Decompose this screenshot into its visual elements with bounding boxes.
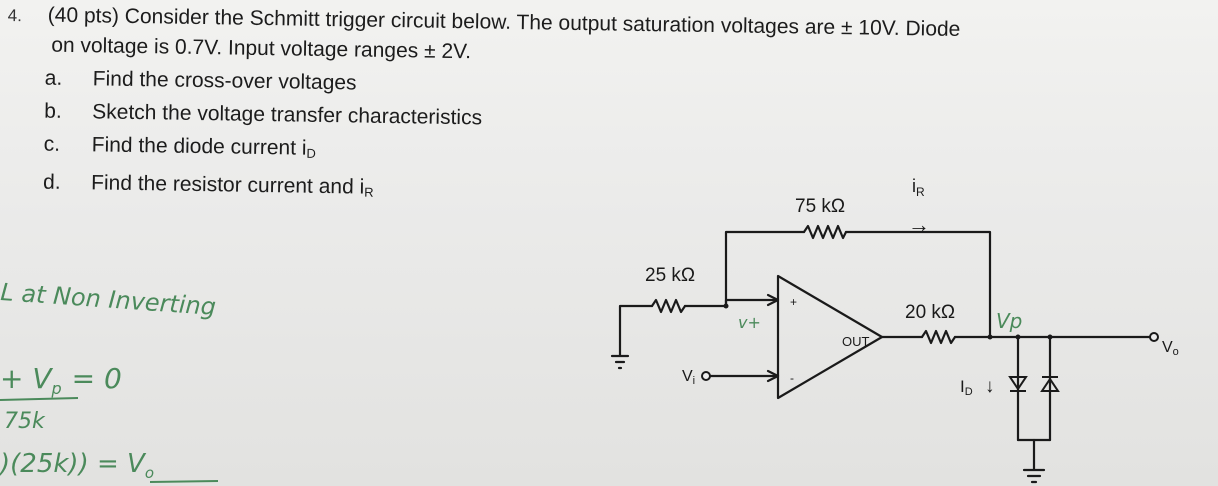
label-opamp-out: OUT [842, 334, 870, 349]
label-opamp-plus: + [790, 295, 797, 309]
handwriting-underline [149, 480, 219, 483]
handwriting-fraction-bar [0, 397, 79, 401]
handwriting-line-3: 75k [4, 409, 46, 434]
label-20k: 20 kΩ [905, 302, 955, 323]
vi-terminal [701, 371, 711, 381]
resistor-75k [802, 224, 848, 240]
id-arrow-icon: ↓ [985, 376, 995, 397]
label-opamp-minus: - [790, 371, 794, 385]
arrow-minus-input [766, 369, 780, 383]
node-input [723, 303, 729, 309]
handwriting-line-1: L at Non Inverting [0, 278, 217, 321]
node-output [987, 334, 993, 340]
resistor-25k [650, 298, 687, 314]
ir-arrow-icon: → [908, 212, 930, 237]
opamp-body [776, 274, 884, 400]
diode-down-icon [1008, 376, 1028, 392]
wire-feedback [724, 230, 992, 338]
handwriting-vp: Vp [996, 309, 1022, 333]
arrow-plus-input [766, 293, 780, 307]
node-diode-left [1015, 334, 1021, 340]
handwriting-vplus: v+ [738, 313, 761, 332]
diode-up-icon [1040, 376, 1060, 392]
label-25k: 25 kΩ [645, 265, 695, 286]
label-ir: iR [912, 176, 925, 199]
label-id: ID [960, 377, 973, 398]
wire-ground-right [1022, 438, 1046, 484]
node-diode-right [1047, 334, 1053, 340]
label-vo: Vo [1162, 339, 1179, 358]
label-vi: Vi [682, 368, 695, 387]
resistor-20k [920, 329, 957, 345]
handwriting-line-2: + Vp= 0 [0, 362, 122, 398]
ground-symbol-left [610, 304, 654, 370]
vo-terminal [1149, 332, 1159, 342]
handwriting-line-4: )(25k)) = Vo [0, 449, 154, 482]
label-75k: 75 kΩ [795, 196, 845, 217]
